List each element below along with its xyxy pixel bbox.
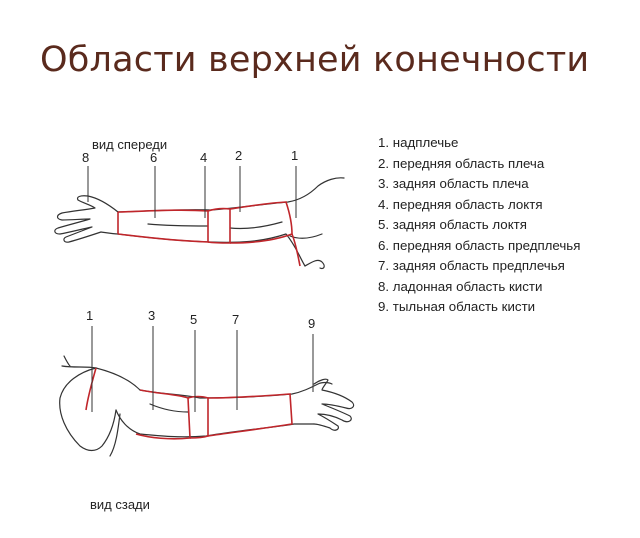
back-pointer-lines: [91, 326, 314, 412]
legend-item: 1. надплечье: [378, 135, 459, 150]
front-view: вид спереди: [54, 137, 345, 270]
front-marker-6: 6: [150, 150, 157, 165]
region-arm-front-outline: [229, 201, 293, 244]
legend-item: 5. задняя область локтя: [378, 217, 527, 232]
page-title: Области верхней конечности: [40, 40, 590, 80]
legend-item: 7. задняя область предплечья: [378, 258, 565, 273]
region-arm-back-outline-2: [135, 389, 191, 440]
front-marker-2: 2: [235, 148, 242, 163]
legend-item: 2. передняя область плеча: [378, 155, 545, 171]
front-arm-figure: [54, 177, 345, 270]
region-forearm-front-outline: [117, 209, 209, 243]
back-arm-figure: [59, 355, 355, 457]
legend-item: 3. задняя область плеча: [378, 176, 529, 191]
front-region-outlines: [117, 201, 301, 267]
back-view-caption: вид сзади: [90, 497, 150, 512]
front-marker-8: 8: [82, 150, 89, 165]
front-marker-1: 1: [291, 148, 298, 163]
back-marker-9: 9: [308, 316, 315, 331]
regions-legend: 1. надплечье 2. передняя область плеча 3…: [378, 133, 580, 318]
legend-item: 4. передняя область локтя: [378, 196, 543, 212]
back-region-outlines: [85, 367, 293, 440]
region-forearm-back-outline: [207, 393, 293, 437]
region-arm-back-outline: [85, 367, 97, 411]
legend-item: 6. передняя область предплечья: [378, 237, 581, 253]
region-shoulder-front-outline: [291, 233, 301, 267]
back-marker-3: 3: [148, 308, 155, 323]
region-elbow-front-outline: [207, 207, 231, 244]
back-marker-1: 1: [86, 308, 93, 323]
front-view-caption: вид спереди: [92, 137, 167, 152]
back-view: 1 3 5 7 9 вид сзади: [59, 308, 355, 512]
front-marker-4: 4: [200, 150, 207, 165]
legend-item: 9. тыльная область кисти: [378, 299, 536, 314]
legend-item: 8. ладонная область кисти: [378, 278, 543, 294]
region-elbow-back-outline: [187, 395, 209, 439]
back-marker-5: 5: [190, 312, 197, 327]
back-marker-7: 7: [232, 312, 239, 327]
front-pointer-lines: [87, 166, 297, 218]
